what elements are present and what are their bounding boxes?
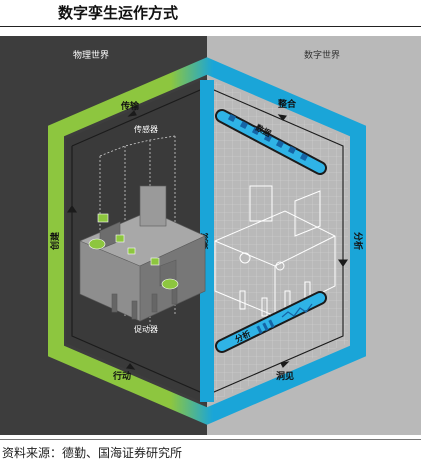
cycle-label-integrate: 整合 bbox=[277, 98, 297, 110]
cycle-label-insight: 洞见 bbox=[276, 370, 294, 382]
digital-world-label: 数字世界 bbox=[304, 49, 340, 61]
cycle-label-analyze: 分析 bbox=[352, 232, 364, 250]
analysis-wave bbox=[281, 303, 313, 318]
source-divider bbox=[0, 439, 421, 440]
page-title: 数字孪生运作方式 bbox=[58, 4, 179, 22]
digital-twin-diagram: 物理世界 数字世界 传输 整合 分析 洞见 行动 创建 集成 传感器 促动器 bbox=[0, 36, 421, 435]
integration-band bbox=[200, 80, 214, 402]
actuator-label: 促动器 bbox=[134, 324, 158, 334]
arrow-head-insight bbox=[280, 361, 290, 368]
cycle-label-act: 行动 bbox=[112, 370, 131, 382]
analysis-pipeline bbox=[215, 291, 327, 353]
digital-machine bbox=[214, 185, 336, 317]
sensor-label: 传感器 bbox=[134, 124, 158, 134]
physical-machine bbox=[79, 185, 206, 322]
analysis-bars bbox=[256, 319, 275, 335]
cycle-label-transmit: 传输 bbox=[120, 100, 140, 112]
arrow-head-transmit bbox=[127, 110, 137, 117]
arrow-head-integrate bbox=[277, 114, 287, 121]
sensor-markers bbox=[88, 213, 179, 290]
physical-world-label: 物理世界 bbox=[73, 49, 109, 61]
arrow-head-analyze bbox=[337, 259, 349, 267]
cycle-hexagon-band bbox=[48, 57, 366, 425]
source-note: 资料来源：德勤、国海证券研究所 bbox=[2, 446, 183, 460]
arrow-head-act bbox=[126, 363, 136, 370]
arrow-head-create bbox=[66, 205, 78, 213]
title-divider bbox=[0, 26, 421, 27]
cycle-label-create: 创建 bbox=[49, 231, 61, 251]
data-pipeline bbox=[215, 109, 327, 175]
data-cells bbox=[227, 113, 309, 162]
